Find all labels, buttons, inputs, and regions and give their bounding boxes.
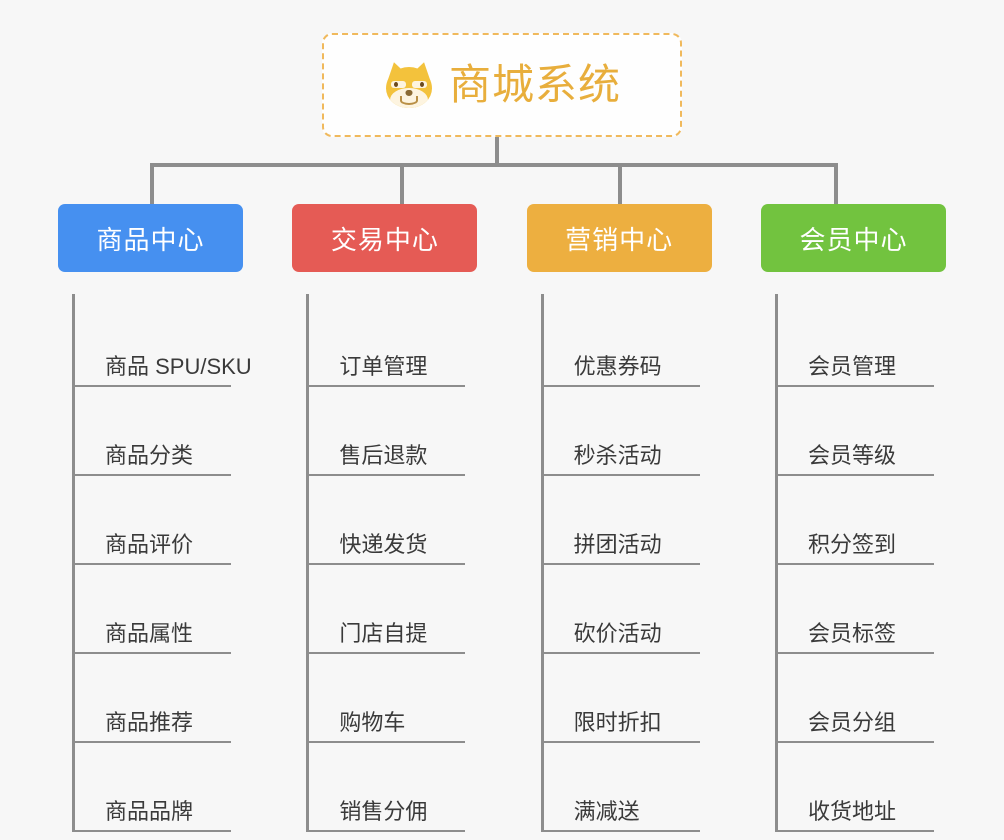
leaf-label: 会员分组	[807, 709, 896, 735]
dog-nose-icon	[405, 90, 413, 96]
dog-eyepatch-left-icon	[390, 81, 406, 88]
leaf-label: 售后退款	[339, 442, 428, 468]
list-item[interactable]: 秒杀活动	[543, 387, 700, 476]
leaf-label: 商品分类	[105, 442, 194, 468]
leaf-label: 商品品牌	[105, 798, 194, 824]
dog-head-icon	[385, 67, 432, 108]
leaf-label: 满减送	[573, 798, 640, 824]
leaf-list-member: 会员管理 会员等级 积分签到 会员标签 会员分组 收货地址	[774, 294, 946, 832]
list-item[interactable]: 售后退款	[309, 387, 466, 476]
leaf-label: 优惠券码	[573, 353, 662, 379]
list-item[interactable]: 商品品牌	[75, 743, 231, 832]
leaf-label: 销售分佣	[339, 798, 428, 824]
list-item[interactable]: 限时折扣	[543, 654, 700, 743]
category-header-trade[interactable]: 交易中心	[292, 204, 478, 272]
leaf-list-trade: 订单管理 售后退款 快递发货 门店自提 购物车 销售分佣	[306, 294, 477, 832]
leaf-label: 会员管理	[807, 353, 896, 379]
leaf-label: 会员等级	[807, 442, 896, 468]
list-item[interactable]: 会员分组	[777, 654, 934, 743]
list-item[interactable]: 会员标签	[777, 565, 934, 654]
leaf-label: 商品评价	[105, 531, 194, 557]
leaf-label: 拼团活动	[573, 531, 662, 557]
connector-lines	[150, 137, 838, 206]
root-node-wrapper: 商城系统	[0, 33, 1004, 137]
dog-face-emoji-icon	[383, 59, 435, 109]
leaf-label: 购物车	[339, 709, 406, 735]
list-item[interactable]: 砍价活动	[543, 565, 700, 654]
leaf-label: 门店自提	[339, 620, 428, 646]
category-column-marketing: 营销中心 优惠券码 秒杀活动 拼团活动 砍价活动 限时折扣 满减送	[526, 204, 712, 832]
leaf-label: 商品属性	[105, 620, 194, 646]
list-item[interactable]: 订单管理	[309, 298, 466, 387]
leaf-label: 快递发货	[339, 531, 428, 557]
list-item[interactable]: 会员等级	[777, 387, 934, 476]
dog-eyepatch-right-icon	[411, 81, 427, 88]
list-item[interactable]: 门店自提	[309, 565, 466, 654]
list-item[interactable]: 积分签到	[777, 476, 934, 565]
list-item[interactable]: 商品 SPU/SKU	[75, 298, 252, 387]
dog-eye-right-icon	[419, 82, 424, 87]
list-item[interactable]: 商品推荐	[75, 654, 231, 743]
list-item[interactable]: 购物车	[309, 654, 466, 743]
dog-mouth-icon	[399, 96, 418, 105]
leaf-label: 收货地址	[807, 798, 896, 824]
category-columns: 商品中心 商品 SPU/SKU 商品分类 商品评价 商品属性 商品推荐 商品品牌…	[58, 204, 946, 832]
list-item[interactable]: 商品分类	[75, 387, 231, 476]
category-header-product[interactable]: 商品中心	[58, 204, 243, 272]
list-item[interactable]: 销售分佣	[309, 743, 466, 832]
leaf-label: 会员标签	[807, 620, 896, 646]
leaf-label: 秒杀活动	[573, 442, 662, 468]
list-item[interactable]: 拼团活动	[543, 476, 700, 565]
leaf-label: 订单管理	[339, 353, 428, 379]
root-node-title: 商城系统	[448, 61, 621, 108]
leaf-label: 商品推荐	[105, 709, 194, 735]
leaf-list-marketing: 优惠券码 秒杀活动 拼团活动 砍价活动 限时折扣 满减送	[540, 294, 712, 832]
list-item[interactable]: 收货地址	[777, 743, 934, 832]
leaf-label: 限时折扣	[573, 709, 662, 735]
list-item[interactable]: 商品属性	[75, 565, 231, 654]
leaf-label: 积分签到	[807, 531, 896, 557]
list-item[interactable]: 满减送	[543, 743, 700, 832]
leaf-label: 商品 SPU/SKU	[105, 353, 252, 379]
list-item[interactable]: 优惠券码	[543, 298, 700, 387]
category-header-marketing[interactable]: 营销中心	[526, 204, 712, 272]
category-column-member: 会员中心 会员管理 会员等级 积分签到 会员标签 会员分组 收货地址	[760, 204, 946, 832]
list-item[interactable]: 快递发货	[309, 476, 466, 565]
list-item[interactable]: 会员管理	[777, 298, 934, 387]
leaf-label: 砍价活动	[573, 620, 662, 646]
dog-eye-left-icon	[393, 82, 398, 87]
category-header-member[interactable]: 会员中心	[760, 204, 946, 272]
root-node-card[interactable]: 商城系统	[322, 33, 682, 137]
category-column-trade: 交易中心 订单管理 售后退款 快递发货 门店自提 购物车 销售分佣	[292, 204, 478, 832]
category-column-product: 商品中心 商品 SPU/SKU 商品分类 商品评价 商品属性 商品推荐 商品品牌	[58, 204, 252, 832]
list-item[interactable]: 商品评价	[75, 476, 231, 565]
leaf-list-product: 商品 SPU/SKU 商品分类 商品评价 商品属性 商品推荐 商品品牌	[72, 294, 252, 832]
